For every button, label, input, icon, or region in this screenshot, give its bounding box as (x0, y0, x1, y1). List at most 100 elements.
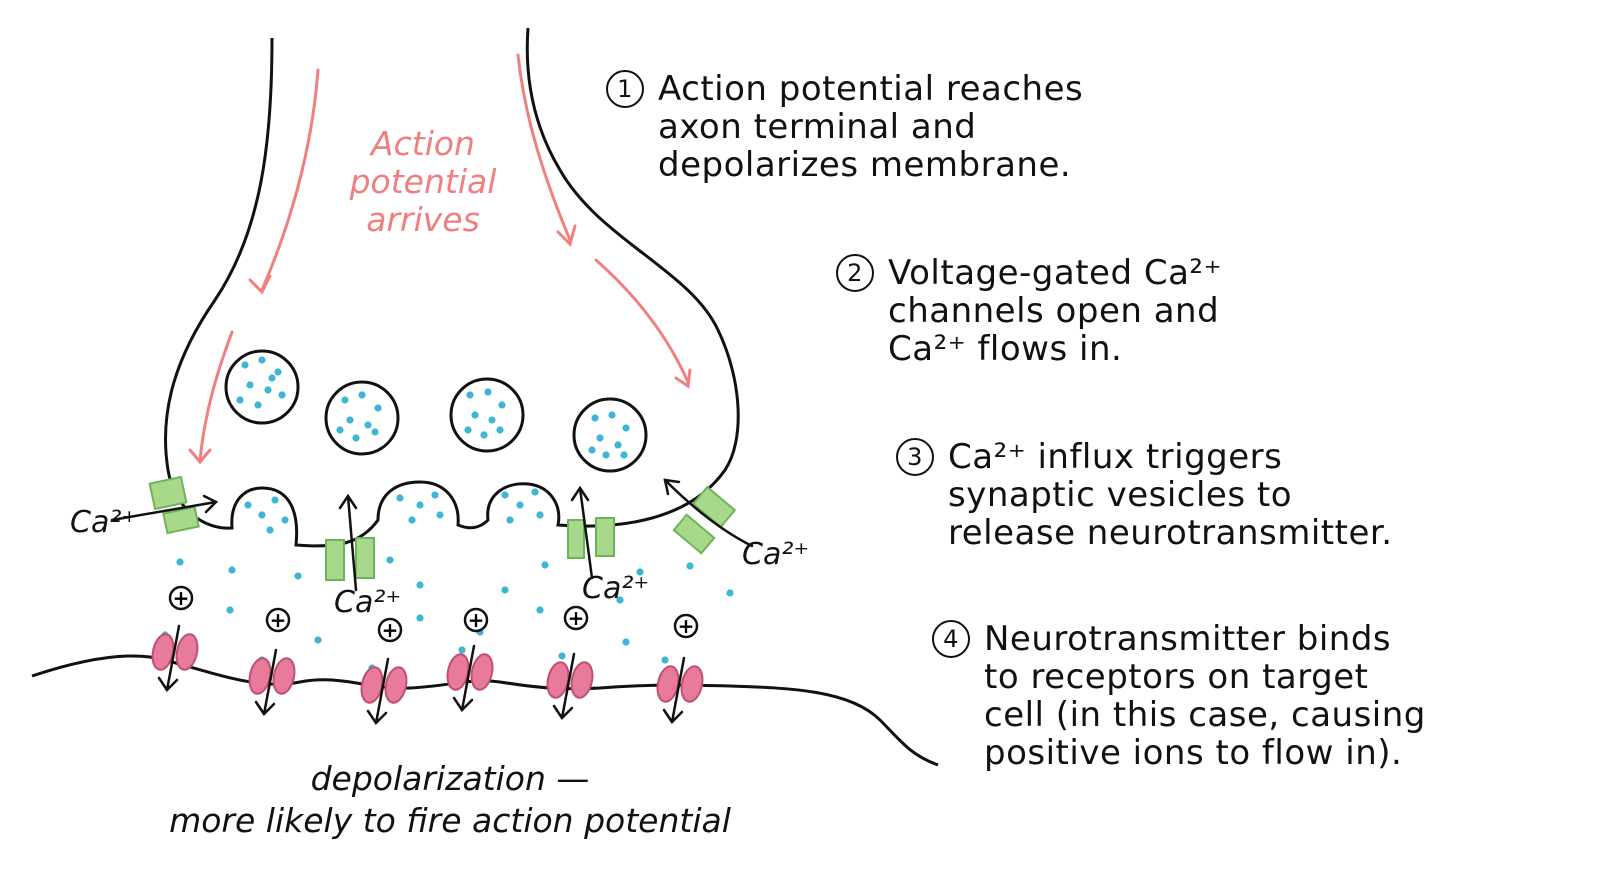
neurotransmitter-dot (364, 421, 372, 429)
neurotransmitter-dot (431, 491, 439, 499)
ion-influx-arrow (452, 644, 476, 712)
neurotransmitter-dot (498, 401, 506, 409)
neurotransmitter-dot (386, 556, 394, 564)
ca-channel (672, 513, 716, 555)
neurotransmitter-dot (226, 606, 234, 614)
plus-symbol: + (382, 618, 399, 642)
ca-channel (325, 539, 345, 581)
synaptic-vesicles (224, 349, 648, 473)
neurotransmitter-dot (264, 386, 272, 394)
neurotransmitter-dot (608, 411, 616, 419)
neurotransmitter-dot (506, 516, 514, 524)
receptor-subunit (680, 665, 704, 703)
neurotransmitter-dot (591, 414, 599, 422)
receptor-subunit (384, 666, 408, 704)
neurotransmitter-dot (496, 426, 504, 434)
vesicle (224, 349, 300, 425)
neurotransmitter-dot (484, 388, 492, 396)
vesicle (572, 397, 648, 473)
neurotransmitter-dot (531, 488, 539, 496)
neurotransmitter-dot (488, 416, 496, 424)
postsynaptic-membrane (31, 654, 939, 767)
receptors: ++++++ (151, 585, 704, 725)
receptor-subunit (175, 633, 199, 671)
positive-ion-icon (168, 585, 194, 611)
positive-ion-icon (463, 607, 489, 633)
ca-channel (595, 517, 615, 557)
step-number: 1 (606, 70, 644, 108)
action-potential-label: Action potential arrives (349, 124, 497, 239)
ca-channel (355, 537, 375, 579)
neurotransmitter-dot (236, 396, 244, 404)
neurotransmitter-dot (622, 424, 630, 432)
receptor-subunit (570, 661, 594, 699)
ion-influx-arrow (662, 656, 686, 724)
neurotransmitter-dot (374, 404, 382, 412)
neurotransmitter-dot (246, 381, 254, 389)
neurotransmitter-dot (244, 501, 252, 509)
depolarization-caption: depolarization — more likely to fire act… (169, 759, 731, 840)
neurotransmitter-dot (346, 416, 354, 424)
step-number: 2 (836, 254, 874, 292)
step-number: 4 (932, 620, 970, 658)
neurotransmitter-dot (541, 561, 549, 569)
neurotransmitter-dot (358, 391, 366, 399)
neurotransmitter-dot (536, 511, 544, 519)
step-number: 3 (896, 438, 934, 476)
neurotransmitter-dot (471, 411, 479, 419)
axon-terminal-membrane (164, 27, 740, 548)
neurotransmitter-dot (241, 361, 249, 369)
neurotransmitter-dot (341, 396, 349, 404)
neurotransmitter-dot (516, 501, 524, 509)
plus-symbol: + (173, 586, 190, 610)
receptor-subunit (470, 653, 494, 691)
neurotransmitter-dot (588, 446, 596, 454)
calcium-influx-arrows (110, 478, 754, 592)
neurotransmitter-dot (466, 391, 474, 399)
ion-influx-arrow (552, 652, 576, 720)
ca-channel (148, 475, 188, 511)
neurotransmitter-dot (558, 652, 566, 660)
neurotransmitter-dot (686, 562, 694, 570)
neurotransmitter-dot (416, 614, 424, 622)
calcium-channels (148, 475, 737, 581)
receptor-subunit (272, 657, 296, 695)
ion-label: Ca²⁺ (70, 505, 137, 540)
neurotransmitter-dot (726, 589, 734, 597)
neurotransmitter-dot (274, 368, 282, 376)
neurotransmitter-dot (501, 586, 509, 594)
neurotransmitter-dots (161, 356, 734, 672)
neurotransmitter-dot (596, 434, 604, 442)
ion-influx-arrow (366, 657, 390, 725)
ca-channel (567, 519, 585, 559)
neurotransmitter-dot (602, 451, 610, 459)
plus-symbol: + (468, 608, 485, 632)
positive-ion-icon (377, 617, 403, 643)
neurotransmitter-dot (416, 581, 424, 589)
neurotransmitter-dot (266, 526, 274, 534)
plus-symbol: + (678, 614, 695, 638)
neurotransmitter-dot (614, 441, 622, 449)
ion-label: Ca²⁺ (582, 571, 649, 606)
ion-label: Ca²⁺ (334, 585, 401, 620)
neurotransmitter-dot (661, 656, 669, 664)
neurotransmitter-dot (396, 494, 404, 502)
neurotransmitter-dot (480, 431, 488, 439)
neurotransmitter-dot (176, 558, 184, 566)
neurotransmitter-dot (616, 596, 624, 604)
positive-ion-icon (563, 605, 589, 631)
neurotransmitter-dot (436, 511, 444, 519)
neurotransmitter-dot (228, 566, 236, 574)
neurotransmitter-dot (336, 426, 344, 434)
neurotransmitter-dot (281, 516, 289, 524)
positive-ion-icon (265, 607, 291, 633)
neurotransmitter-dot (464, 426, 472, 434)
neurotransmitter-dot (620, 451, 628, 459)
neurotransmitter-dot (622, 638, 630, 646)
neurotransmitter-dot (278, 391, 286, 399)
vesicle (449, 377, 525, 453)
